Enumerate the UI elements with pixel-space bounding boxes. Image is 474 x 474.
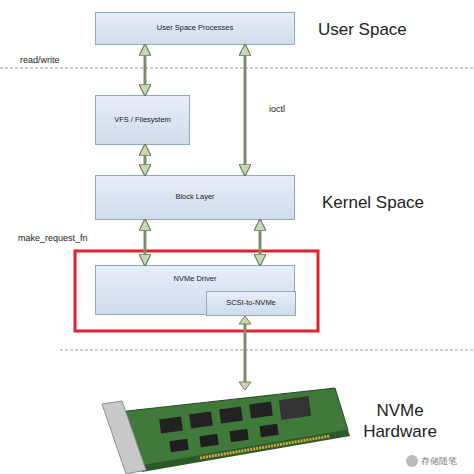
process-box: SCSI-to-NVMe (206, 291, 296, 316)
double-arrow (244, 45, 247, 175)
process-box: User Space Processes (95, 12, 295, 45)
text-label: User Space (318, 20, 407, 40)
space-divider (60, 350, 474, 351)
highlight-frame (75, 251, 318, 331)
double-arrow (144, 145, 147, 175)
nvme-card-illustration (102, 388, 350, 474)
text-label: make_request_fn (18, 233, 88, 243)
text-label: Kernel Space (322, 193, 424, 213)
double-arrow (259, 220, 262, 265)
space-divider (0, 68, 474, 69)
process-box: VFS / Filesystem (95, 95, 190, 145)
text-label: 存储随笔 (421, 455, 457, 468)
box-label: NVMe Driver (174, 275, 217, 283)
hardware-arrow (239, 316, 251, 390)
text-label: NVMe Hardware (360, 400, 440, 443)
box-label: VFS / Filesystem (114, 116, 171, 124)
process-box: NVMe DriverSCSI-to-NVMe (95, 265, 295, 315)
box-label: SCSI-to-NVMe (226, 299, 276, 307)
double-arrow (144, 45, 147, 95)
box-label: Block Layer (175, 193, 214, 201)
watermark-icon (406, 455, 418, 467)
box-label: User Space Processes (157, 24, 233, 32)
text-label: read/write (20, 55, 60, 65)
process-box: Block Layer (95, 175, 295, 220)
edge-label: ioctl (269, 104, 285, 114)
double-arrow (144, 220, 147, 265)
